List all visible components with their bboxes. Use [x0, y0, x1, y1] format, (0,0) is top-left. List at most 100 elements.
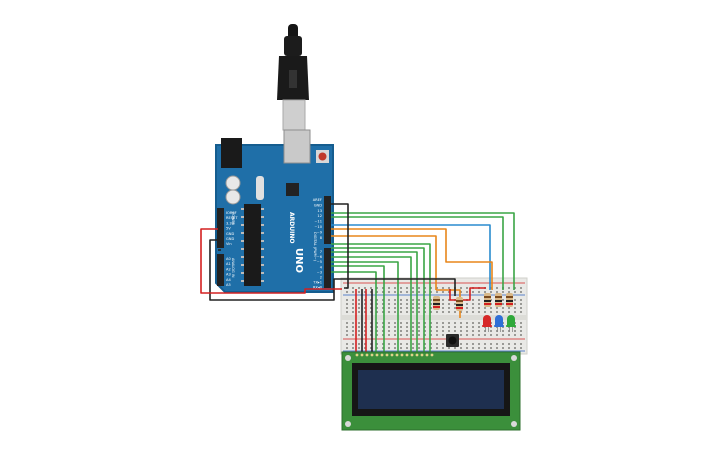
bb-hole [514, 334, 516, 336]
lcd-pin [370, 353, 374, 357]
rail-hole [442, 347, 444, 349]
bb-hole [424, 322, 426, 324]
rail-hole [412, 291, 414, 293]
bb-hole [388, 311, 390, 313]
rail-hole [406, 343, 408, 345]
bb-hole [466, 322, 468, 324]
bb-hole [412, 311, 414, 313]
bb-hole [502, 334, 504, 336]
bb-hole [448, 311, 450, 313]
bb-hole [418, 303, 420, 305]
bb-hole [508, 330, 510, 332]
wire-green-1 [331, 212, 515, 290]
power-pin-label: GND [226, 232, 234, 236]
bb-hole [358, 330, 360, 332]
resistor-1 [433, 296, 440, 310]
bb-hole [376, 303, 378, 305]
bb-hole [454, 330, 456, 332]
bb-hole [436, 322, 438, 324]
wire-green-3 [331, 243, 431, 355]
bb-hole [394, 330, 396, 332]
bb-hole [490, 311, 492, 313]
bb-hole [466, 334, 468, 336]
bb-hole [484, 311, 486, 313]
bb-hole [370, 326, 372, 328]
bb-hole [520, 334, 522, 336]
bb-hole [370, 299, 372, 301]
usb-port [283, 129, 311, 164]
rail-hole [484, 347, 486, 349]
analog-pin-label: A0 [226, 257, 231, 261]
analog-pin-label: A4 [226, 278, 231, 282]
rail-hole [472, 347, 474, 349]
bb-hole [346, 303, 348, 305]
rail-hole [430, 287, 432, 289]
rail-hole [478, 347, 480, 349]
power-pin-label: 5V [226, 227, 231, 231]
rail-hole [394, 291, 396, 293]
rail-hole [406, 291, 408, 293]
bb-hole [466, 307, 468, 309]
bb-hole [478, 311, 480, 313]
bb-hole [448, 326, 450, 328]
bb-hole [418, 326, 420, 328]
bb-hole [502, 303, 504, 305]
rail-hole [436, 291, 438, 293]
bb-hole [406, 307, 408, 309]
resistor-5 [506, 293, 513, 307]
bb-hole [382, 307, 384, 309]
bb-hole [346, 307, 348, 309]
rail-hole [454, 347, 456, 349]
rail-hole [376, 287, 378, 289]
bb-hole [508, 307, 510, 309]
resistors [433, 293, 513, 311]
bb-hole [412, 334, 414, 336]
bb-hole [454, 326, 456, 328]
bb-hole [424, 311, 426, 313]
bb-hole [502, 299, 504, 301]
lcd-pin [415, 353, 419, 357]
rail-hole [352, 291, 354, 293]
bb-hole [400, 299, 402, 301]
rail-hole [388, 291, 390, 293]
bb-hole [406, 330, 408, 332]
bb-hole [508, 334, 510, 336]
rail-hole [400, 343, 402, 345]
bb-hole [436, 334, 438, 336]
lcd-pin [375, 353, 379, 357]
bb-hole [358, 311, 360, 313]
rail-hole [502, 347, 504, 349]
bb-hole [358, 299, 360, 301]
rail-hole [370, 343, 372, 345]
rail-hole [448, 347, 450, 349]
rail-hole [412, 343, 414, 345]
rail-hole [514, 287, 516, 289]
digital-pin-label: AREF [313, 198, 322, 202]
rail-hole [364, 343, 366, 345]
bb-hole [514, 299, 516, 301]
bb-hole [424, 307, 426, 309]
rail-hole [376, 343, 378, 345]
bb-hole [352, 322, 354, 324]
lcd-pin [410, 353, 414, 357]
bb-hole [436, 311, 438, 313]
rail-hole [430, 347, 432, 349]
atmega-chip [244, 204, 261, 286]
digital-pin-label: ~6 [317, 255, 323, 259]
rail-hole [406, 287, 408, 289]
bb-hole [388, 334, 390, 336]
bb-hole [472, 334, 474, 336]
lcd-pin [420, 353, 424, 357]
bb-hole [364, 299, 366, 301]
rail-hole [490, 287, 492, 289]
bb-hole [454, 303, 456, 305]
bb-hole [478, 322, 480, 324]
rail-hole [370, 287, 372, 289]
led-red [482, 315, 492, 332]
bb-hole [364, 334, 366, 336]
rail-hole [508, 343, 510, 345]
leds [482, 315, 516, 332]
bb-hole [400, 326, 402, 328]
rail-hole [376, 291, 378, 293]
rail-hole [496, 343, 498, 345]
